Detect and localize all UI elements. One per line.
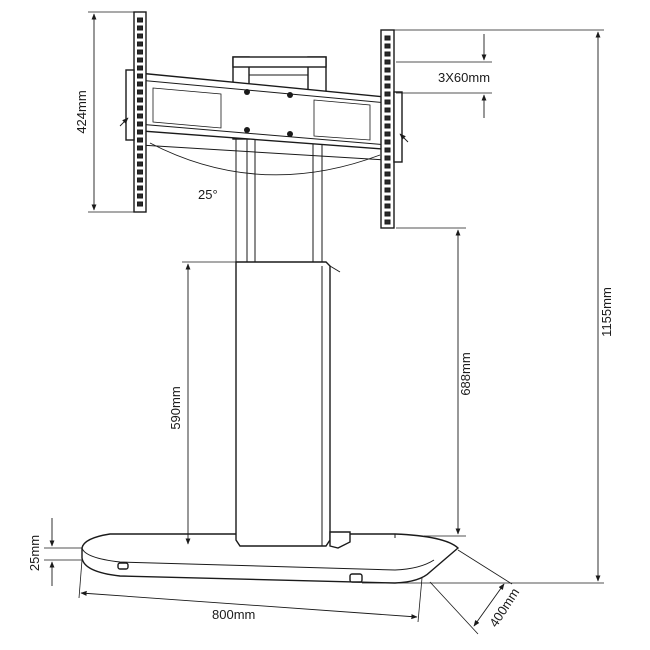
label-column-height: 590mm: [168, 386, 183, 429]
mounting-slot: [137, 49, 143, 55]
mounting-slot: [384, 43, 391, 49]
mounting-slot: [384, 187, 391, 193]
label-tilt-angle: 25°: [198, 187, 218, 202]
mounting-slot: [384, 35, 391, 41]
mounting-slot: [137, 137, 143, 143]
column-cover: [235, 261, 351, 549]
mounting-slot: [137, 185, 143, 191]
vesa-arm-right-clamp: [393, 91, 403, 163]
vesa-arm-right: [380, 29, 403, 229]
mounting-slot: [384, 219, 391, 225]
bolt: [244, 89, 250, 95]
vesa-arm-left-clamp: [125, 69, 135, 141]
mounting-slot: [384, 211, 391, 217]
mounting-slot: [137, 105, 143, 111]
mounting-slot: [384, 123, 391, 129]
label-screen-height: 424mm: [74, 90, 89, 133]
base-foot-left: [117, 562, 129, 570]
mounting-slot: [384, 147, 391, 153]
carriage-top-bar: [232, 56, 327, 68]
plate-cutout-left: [152, 87, 222, 129]
label-base-depth: 400mm: [486, 585, 522, 630]
bolt: [287, 92, 293, 98]
dim-base-depth: [429, 549, 513, 635]
bolt: [244, 127, 250, 133]
dim-bracket-to-base: [396, 227, 466, 537]
mounting-slot: [384, 203, 391, 209]
base-foot-front: [349, 573, 363, 583]
mounting-slot: [137, 161, 143, 167]
dim-base-thickness: [44, 518, 82, 586]
mounting-slot: [137, 201, 143, 207]
dim-vesa-spacing: [396, 34, 492, 118]
plate-cutout-right: [313, 99, 371, 141]
mounting-slot: [384, 107, 391, 113]
mounting-slot: [137, 129, 143, 135]
mounting-slot: [137, 57, 143, 63]
mounting-slot: [384, 179, 391, 185]
base-plate: [81, 533, 460, 584]
mounting-slot: [137, 89, 143, 95]
mounting-slot: [384, 139, 391, 145]
mounting-slot: [384, 59, 391, 65]
bolt: [287, 131, 293, 137]
mounting-slot: [137, 17, 143, 23]
mounting-slot: [384, 195, 391, 201]
mounting-slot: [137, 97, 143, 103]
mounting-slot: [137, 25, 143, 31]
mounting-slot: [137, 33, 143, 39]
dim-base-width: [78, 559, 423, 623]
label-total-height: 1155mm: [599, 287, 614, 337]
mounting-slot: [137, 193, 143, 199]
dim-column-height: [182, 261, 236, 545]
mounting-slot: [384, 115, 391, 121]
mounting-slot: [137, 145, 143, 151]
tilt-arrow-left: [119, 117, 129, 127]
mounting-slot: [384, 51, 391, 57]
mounting-slot: [384, 163, 391, 169]
mounting-slot: [137, 169, 143, 175]
mounting-slot: [384, 83, 391, 89]
label-base-thickness: 25mm: [27, 535, 42, 571]
mounting-slot: [137, 153, 143, 159]
mounting-slot: [384, 171, 391, 177]
mounting-slot: [384, 67, 391, 73]
mounting-slot: [384, 131, 391, 137]
mounting-slot: [137, 73, 143, 79]
mounting-slot: [384, 155, 391, 161]
dim-total-height: [362, 29, 604, 584]
mounting-slot: [137, 65, 143, 71]
vesa-arm-left: [125, 11, 147, 213]
mounting-slot: [137, 41, 143, 47]
dim-screen-height: [88, 11, 134, 213]
label-base-width: 800mm: [212, 607, 255, 622]
tilt-arrow-right: [399, 133, 409, 143]
label-bracket-to-base: 688mm: [458, 352, 473, 395]
mounting-slot: [384, 75, 391, 81]
column-upright: [235, 136, 323, 262]
mounting-slot: [137, 121, 143, 127]
tilt-arc: [149, 142, 381, 176]
mounting-slot: [137, 177, 143, 183]
mounting-slot: [384, 99, 391, 105]
label-vesa-spacing: 3X60mm: [438, 70, 490, 85]
mounting-slot: [137, 81, 143, 87]
mounting-slot: [137, 113, 143, 119]
mounting-slot: [384, 91, 391, 97]
mounting-plate: [127, 71, 397, 161]
